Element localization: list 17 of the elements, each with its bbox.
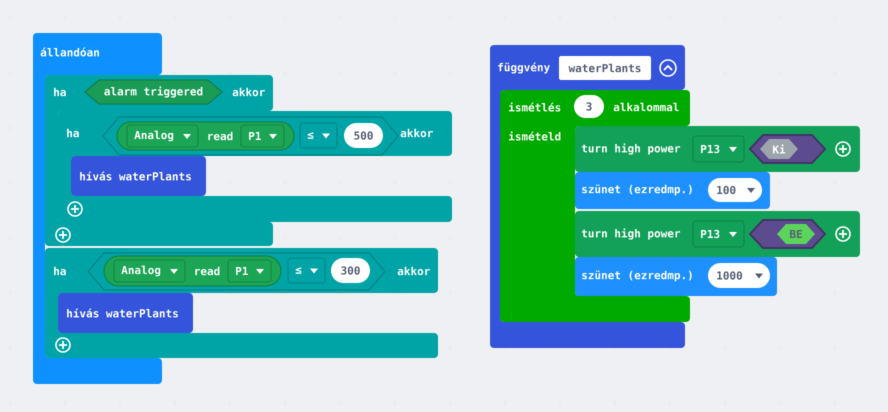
name-field: waterPlants [559,56,651,80]
dropdown: P1 [240,124,284,148]
number-field: 3 [574,95,604,118]
number-field: 500 [344,123,383,148]
dropdown: ≤ [288,258,326,284]
dropdown: Analog [126,124,198,148]
dropdown: P13 [692,220,744,248]
dropdown: P13 [692,136,744,162]
dropdown: Analog [114,260,186,282]
dropdown: ≤ [300,122,338,148]
node-label: ha [67,128,79,138]
node-label: akkor [400,128,433,138]
number-field: 300 [331,258,370,283]
call-block: hívás waterPlants [58,293,193,333]
call-block: hívás waterPlants [71,156,206,196]
number-field: 1000 [708,263,770,288]
dropdown: P1 [228,260,272,282]
